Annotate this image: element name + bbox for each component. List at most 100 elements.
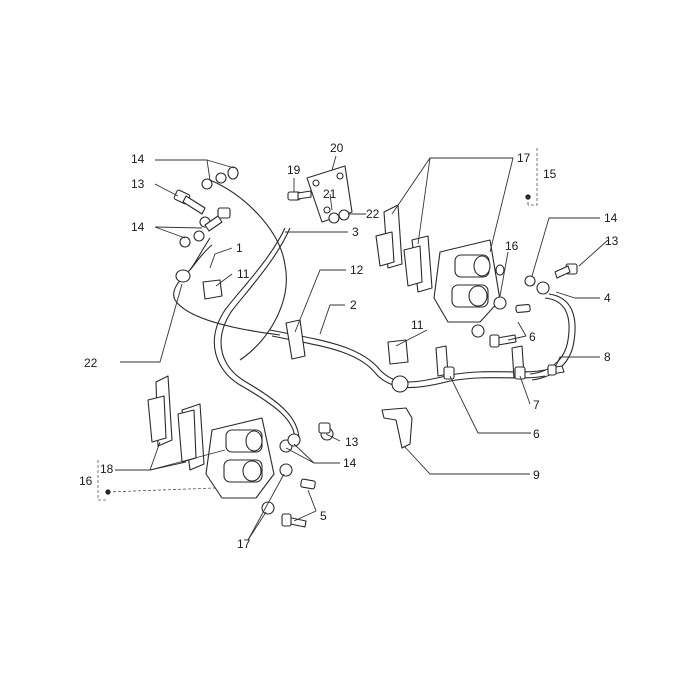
callout-20: 21: [323, 187, 337, 201]
callout-21: 22: [366, 207, 380, 221]
callout-6-b: 6: [533, 427, 540, 441]
grommet-22: [175, 269, 191, 283]
leader-2: [319, 304, 345, 335]
hose-3: [213, 227, 296, 441]
leader-6a: [517, 321, 527, 337]
callout-labels: 14 13 14 1 11 22 3 12 2 20 19 21 22 17 1…: [79, 141, 619, 551]
copper-washer-14e: [193, 230, 205, 242]
banjo-fitting-right: [536, 281, 550, 295]
hose-clip-11-middle: [387, 339, 409, 365]
callout-11-a: 11: [237, 267, 250, 281]
leader-7: [519, 375, 531, 405]
caliper-piston-2: [468, 285, 488, 307]
callout-13-b: 13: [605, 234, 619, 248]
banjo-bolt-13-lower: [318, 422, 331, 434]
hose-union-6: [443, 366, 455, 380]
leader-8: [555, 356, 600, 367]
callout-13-a: 13: [131, 177, 145, 191]
hose-guide-12: [285, 319, 306, 360]
caliper-bolt-6a: [515, 304, 531, 313]
callout-14-a: 14: [131, 152, 145, 166]
callout-15-b: 16: [79, 474, 93, 488]
brake-pad-17c-lining: [147, 395, 167, 443]
callout-13-c: 13: [345, 435, 359, 449]
callout-12: 12: [350, 263, 364, 277]
leader-14b-2: [154, 226, 203, 229]
bracket-hole-2: [336, 172, 344, 180]
washer-16-upper-b: [471, 324, 485, 338]
leader-13a: [154, 183, 179, 197]
leader-1: [209, 247, 233, 269]
leader-17a-3: [489, 157, 514, 253]
banjo-fitting-lower: [287, 433, 301, 447]
leader-6a-2: [507, 335, 527, 341]
callout-9: 9: [533, 468, 540, 482]
washer-16-lower-b: [261, 501, 275, 515]
washer-16-lower-a: [279, 463, 293, 477]
callout-16-a: 16: [505, 239, 519, 253]
caliper-piston: [473, 255, 491, 277]
bracket-9: [381, 407, 413, 449]
callout-19: 20: [330, 141, 344, 155]
banjo-fitting-lower: [204, 215, 223, 232]
brake-pad-17d-lining: [177, 409, 197, 463]
hose-clip-11: [202, 279, 223, 300]
banjo-fitting: [227, 166, 239, 180]
copper-washer-14d: [179, 236, 191, 248]
banjo-bolt-head: [217, 207, 231, 219]
bracket-19-group: [285, 165, 353, 360]
caliper-body-upper: [433, 239, 501, 323]
brake-pad-17b-lining: [403, 245, 423, 287]
caliper-bolt-5a: [300, 478, 316, 490]
leader-5-2: [293, 510, 317, 522]
copper-washer-14: [201, 178, 213, 190]
callout-14-b: 14: [131, 220, 145, 234]
kit-15-lower-marker: [97, 460, 216, 501]
middle-brackets: [381, 339, 526, 449]
banjo-bolt-shank: [182, 195, 206, 215]
washer-14-right-a: [524, 275, 536, 287]
bracket-hole-3: [323, 206, 331, 214]
leader-lines: [115, 155, 609, 541]
leader-5: [307, 489, 317, 512]
leader-16a: [499, 251, 509, 297]
bleeder: [495, 264, 505, 276]
callout-22: 22: [84, 356, 98, 370]
leader-14a: [155, 159, 211, 181]
leader-12: [294, 269, 346, 333]
washer-20: [328, 212, 340, 224]
copper-washer-14b: [215, 172, 227, 184]
right-banjo-group: [524, 263, 578, 376]
leader-14b: [154, 226, 186, 239]
callout-11-b: 11: [411, 318, 424, 332]
leader-6b: [449, 375, 531, 434]
leader-16b-2: [247, 473, 285, 541]
hose-22: [173, 244, 281, 336]
kit-15-dash-lower: [107, 487, 216, 493]
bracket-hole: [312, 179, 320, 187]
callout-4: 4: [604, 291, 611, 305]
leader-11a: [215, 273, 233, 287]
caliper-bolt-6b: [489, 334, 500, 348]
leader-22: [120, 283, 183, 363]
leader-13b: [578, 239, 609, 267]
callout-8: 8: [604, 350, 611, 364]
callout-5: 5: [320, 509, 327, 523]
washer-16-upper: [493, 296, 507, 310]
upper-right-caliper: [375, 204, 531, 348]
leader-17a-2: [417, 157, 431, 245]
brake-pad-17a-lining: [375, 231, 395, 267]
screw-18-shank: [297, 190, 312, 200]
banjo-bolt-13-right-shank: [554, 265, 571, 279]
nut-21: [338, 209, 350, 221]
leader-9: [403, 445, 530, 475]
leader-17a: [391, 157, 513, 215]
leader-14a-2: [206, 159, 235, 169]
callout-1: 1: [236, 241, 243, 255]
callout-18: 19: [287, 163, 301, 177]
caliper-lower-piston: [245, 430, 263, 452]
kit-15-bracket-lower: [97, 460, 108, 501]
hose-4: [529, 297, 570, 375]
